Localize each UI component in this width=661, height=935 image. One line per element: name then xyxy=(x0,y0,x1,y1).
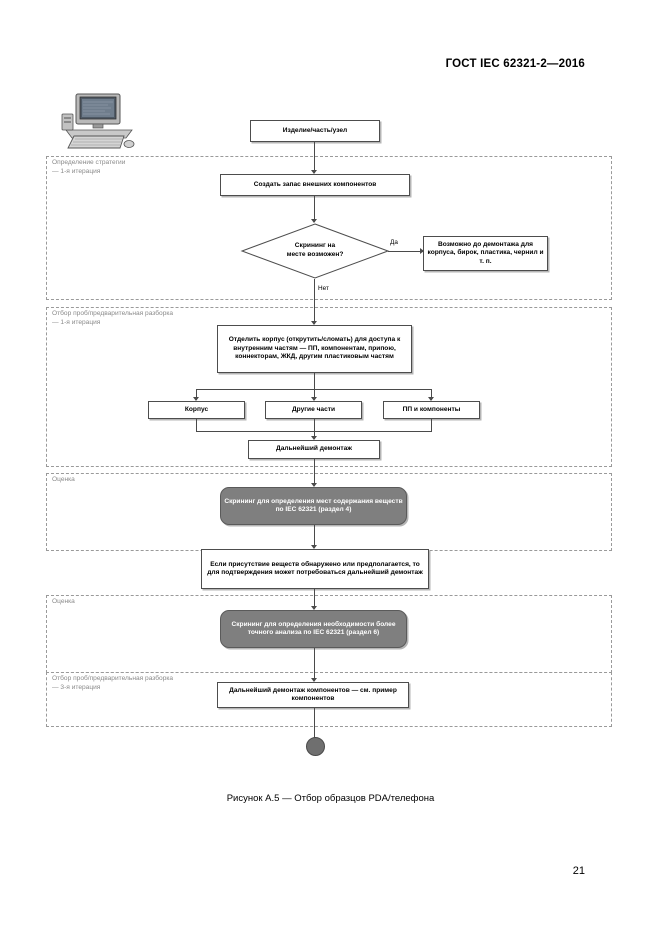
group-assessment-second-label: Оценка xyxy=(52,598,75,605)
figure-caption: Рисунок А.5 — Отбор образцов PDA/телефон… xyxy=(226,793,435,804)
arrow-bus-to-pcb xyxy=(428,397,434,401)
connector-decision-no xyxy=(314,279,315,324)
connector-other-down xyxy=(314,419,315,431)
node-onsite-possible-before-disassembly[interactable]: Возможно до демонтажа для корпуса, бирок… xyxy=(423,236,548,271)
connector-bus-to-pcb xyxy=(431,389,432,400)
node-confirmation-note[interactable]: Если присутствие веществ обнаружено или … xyxy=(201,549,429,589)
node-part-other[interactable]: Другие части xyxy=(265,401,362,419)
edge-label-no: Нет xyxy=(318,285,329,292)
arrow-start-to-stock xyxy=(311,170,317,174)
arrow-decision-no xyxy=(311,321,317,325)
group-strategy-label: Определение стратегии — 1-я итерация xyxy=(52,159,126,175)
arrow-merge-to-further xyxy=(311,436,317,440)
connector-stock-to-decision xyxy=(314,196,315,222)
group-assessment-first-label: Оценка xyxy=(52,476,75,483)
connector-start-to-stock xyxy=(314,142,315,173)
arrow-bus-to-other xyxy=(311,397,317,401)
connector-bus-horizontal xyxy=(196,389,431,390)
connector-decision-yes xyxy=(388,251,423,252)
node-end-terminator[interactable] xyxy=(306,737,325,756)
group-sampling-first-label: Отбор проб/предварительная разборка — 1-… xyxy=(52,310,174,326)
connector-screening2-to-component xyxy=(314,648,315,681)
node-decision-onsite-screening[interactable]: Скрининг на месте возможен? xyxy=(240,223,390,279)
connector-bus-to-case xyxy=(196,389,197,400)
node-component-further-disassembly[interactable]: Дальнейший демонтаж компонентов — см. пр… xyxy=(217,682,409,708)
node-separate-case-for-access[interactable]: Отделить корпус (открутить/сломать) для … xyxy=(217,325,412,373)
connector-bus-to-other xyxy=(314,389,315,400)
connector-further-to-screening xyxy=(314,459,315,486)
connector-merge-to-further xyxy=(314,431,315,439)
connector-pcb-down xyxy=(431,419,432,431)
group-strategy xyxy=(46,156,612,300)
arrow-stock-to-decision xyxy=(311,219,317,223)
group-sampling-first xyxy=(46,307,612,467)
connector-case-down xyxy=(196,419,197,431)
arrow-decision-yes xyxy=(420,248,424,254)
connector-separate-to-bus xyxy=(314,373,315,389)
connector-component-to-end xyxy=(314,708,315,738)
connector-note-to-screening2 xyxy=(314,589,315,609)
arrow-note-to-screening2 xyxy=(311,606,317,610)
node-screening-precision-need[interactable]: Скрининг для определения необходимости б… xyxy=(220,610,407,648)
document-header: ГОСТ IEC 62321-2—2016 xyxy=(445,58,585,70)
page-number: 21 xyxy=(572,865,585,877)
arrow-screening-to-note xyxy=(311,545,317,549)
flowchart: Определение стратегии — 1-я итерация Отб… xyxy=(0,80,661,780)
node-create-external-component-stock[interactable]: Создать запас внешних компонентов xyxy=(220,174,410,196)
arrow-screening2-to-component xyxy=(311,678,317,682)
group-sampling-third xyxy=(46,672,612,727)
node-part-case[interactable]: Корпус xyxy=(148,401,245,419)
node-screening-substance-location[interactable]: Скрининг для определения мест содержания… xyxy=(220,487,407,525)
node-start-product-part-assembly[interactable]: Изделие/часть/узел xyxy=(250,120,380,142)
edge-label-yes: Да xyxy=(390,239,398,246)
desktop-computer-illustration xyxy=(60,92,138,154)
arrow-further-to-screening xyxy=(311,483,317,487)
arrow-bus-to-case xyxy=(193,397,199,401)
connector-screening-to-note xyxy=(314,525,315,548)
node-further-disassembly[interactable]: Дальнейший демонтаж xyxy=(248,440,380,459)
node-part-pcb-components[interactable]: ПП и компоненты xyxy=(383,401,480,419)
group-sampling-third-label: Отбор проб/предварительная разборка — 3-… xyxy=(52,675,174,691)
